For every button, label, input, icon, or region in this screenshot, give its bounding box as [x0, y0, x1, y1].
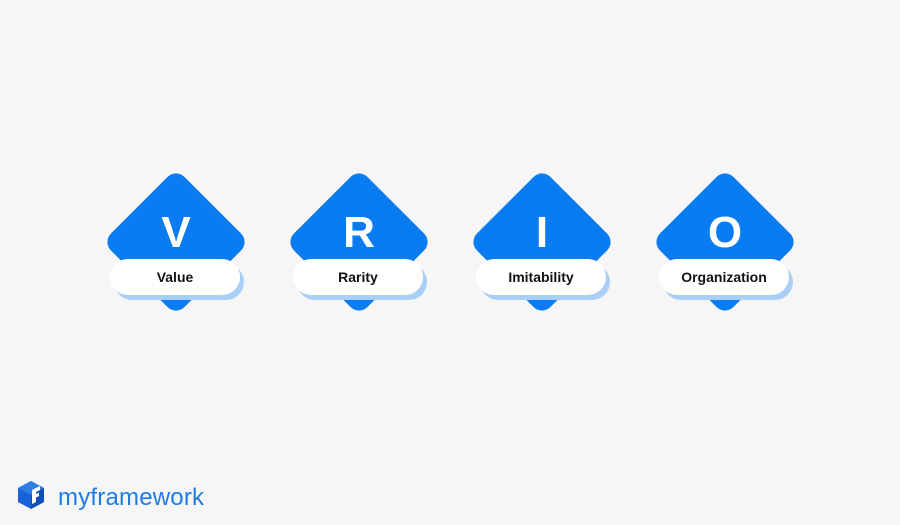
vrio-card-organization: O Organization: [651, 168, 799, 316]
vrio-card-value: V Value: [102, 168, 250, 316]
card-letter: V: [161, 208, 191, 257]
vrio-card-imitability: I Imitability: [468, 168, 616, 316]
card-letter: R: [343, 208, 375, 257]
vrio-card-rarity: R Rarity: [285, 168, 433, 316]
card-label: Imitability: [476, 259, 606, 295]
cube-logo-icon: [15, 479, 47, 516]
card-label: Rarity: [293, 259, 423, 295]
card-label: Organization: [659, 259, 789, 295]
card-letter: I: [535, 208, 549, 257]
brand-name: myframework: [58, 483, 205, 511]
card-label: Value: [110, 259, 240, 295]
card-letter: O: [707, 208, 743, 257]
brand-logo: myframework: [15, 479, 204, 516]
